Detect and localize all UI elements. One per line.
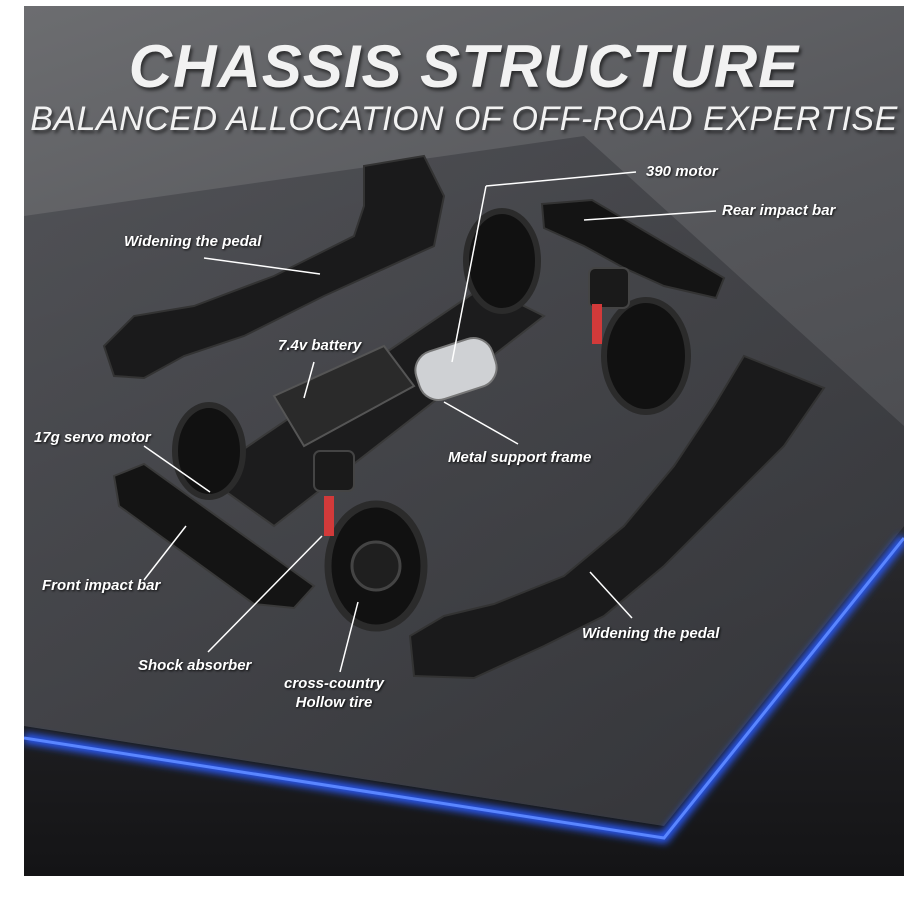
leader-tire bbox=[339, 601, 359, 673]
product-image: CHASSIS STRUCTURE BALANCED ALLOCATION OF… bbox=[24, 6, 904, 876]
label-widening-pedal-left: Widening the pedal bbox=[124, 233, 262, 250]
leader-servo bbox=[143, 445, 211, 493]
leader-rear-impact-bar bbox=[583, 210, 717, 221]
widening-pedal-left bbox=[102, 154, 446, 380]
subtitle: BALANCED ALLOCATION OF OFF-ROAD EXPERTIS… bbox=[30, 100, 898, 138]
main-title: CHASSIS STRUCTURE bbox=[128, 33, 800, 100]
front-tire-left bbox=[172, 402, 246, 500]
glow-edge-core bbox=[24, 537, 904, 840]
leader-390-motor bbox=[485, 171, 637, 187]
label-tire: cross-country Hollow tire bbox=[278, 674, 390, 712]
widening-pedal-right bbox=[408, 354, 826, 680]
leader-widening-pedal-right bbox=[589, 571, 633, 619]
leader-metal-frame bbox=[443, 401, 519, 445]
platform-side bbox=[24, 526, 904, 876]
label-390-motor: 390 motor bbox=[646, 163, 718, 180]
label-shock-absorber: Shock absorber bbox=[138, 657, 252, 674]
rear-shock-mount bbox=[588, 267, 630, 309]
rear-shock-spring bbox=[592, 304, 602, 344]
motor-390 bbox=[414, 337, 498, 401]
front-shock-spring bbox=[324, 496, 334, 536]
label-tire-line1: cross-country bbox=[283, 675, 385, 692]
rear-impact-bar bbox=[540, 198, 726, 300]
front-impact-bar bbox=[112, 462, 316, 610]
leader-lines bbox=[143, 171, 717, 673]
chassis-illustration bbox=[102, 154, 826, 680]
leader-battery bbox=[303, 361, 315, 399]
rear-tire-left bbox=[463, 208, 541, 314]
leader-390-motor-b bbox=[451, 185, 487, 363]
label-battery: 7.4v battery bbox=[278, 337, 362, 354]
front-wheel-rim bbox=[350, 540, 402, 592]
label-widening-pedal-right: Widening the pedal bbox=[582, 625, 720, 642]
label-servo-motor: 17g servo motor bbox=[34, 429, 151, 446]
front-shock-mount bbox=[313, 450, 355, 492]
battery-pack bbox=[272, 344, 416, 448]
label-tire-line2: Hollow tire bbox=[295, 694, 373, 711]
leader-front-impact-bar bbox=[143, 525, 187, 581]
leader-widening-pedal-left bbox=[203, 257, 321, 275]
leader-shock bbox=[207, 535, 323, 653]
rear-tire-right bbox=[601, 297, 691, 415]
label-rear-impact-bar: Rear impact bar bbox=[722, 202, 836, 219]
label-front-impact-bar: Front impact bar bbox=[42, 577, 161, 594]
label-metal-support-frame: Metal support frame bbox=[448, 449, 592, 466]
